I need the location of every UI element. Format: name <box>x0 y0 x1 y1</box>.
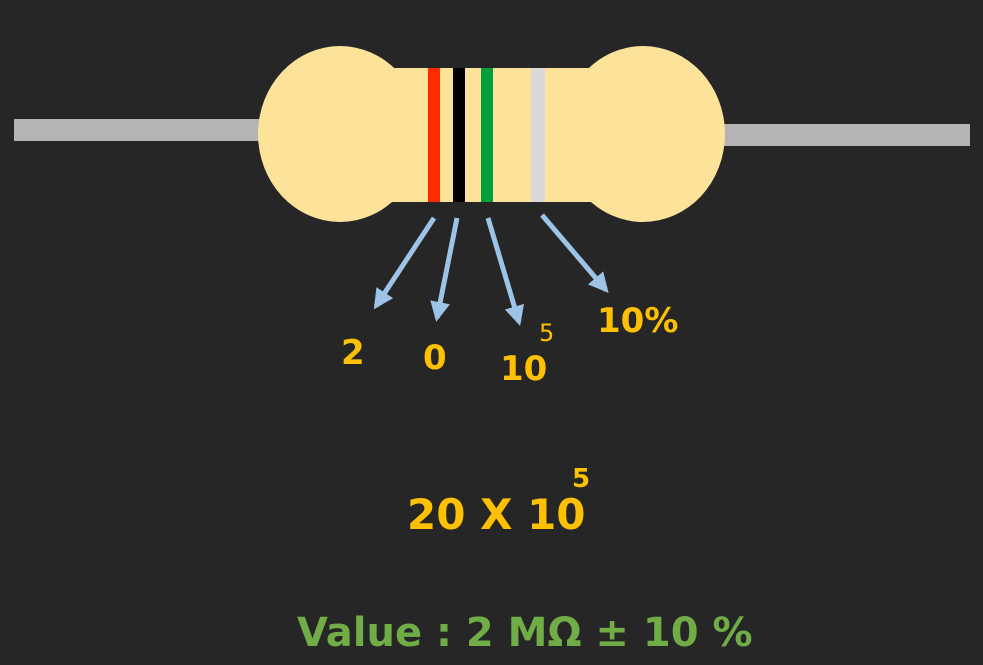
value-formula: 20 X 10 <box>407 490 586 539</box>
first-digit-arrow <box>373 216 437 310</box>
second-digit-label: 0 <box>423 338 447 378</box>
right-lead <box>708 124 970 146</box>
first-digit-label: 2 <box>341 333 365 373</box>
black-band <box>453 68 465 202</box>
left-lead <box>14 119 276 141</box>
silver-band <box>531 68 545 202</box>
multiplier-arrow <box>485 217 525 326</box>
resistance-value: Value : 2 MΩ ± 10 % <box>297 610 753 656</box>
tolerance-arrow <box>540 213 609 294</box>
tolerance-label: 10% <box>597 301 679 341</box>
green-band <box>481 68 493 202</box>
second-digit-arrow <box>430 217 460 322</box>
multiplier-exponent: 5 <box>539 319 555 347</box>
red-band <box>428 68 440 202</box>
multiplier-label: 10 <box>500 349 548 389</box>
formula-exponent: 5 <box>572 464 591 494</box>
